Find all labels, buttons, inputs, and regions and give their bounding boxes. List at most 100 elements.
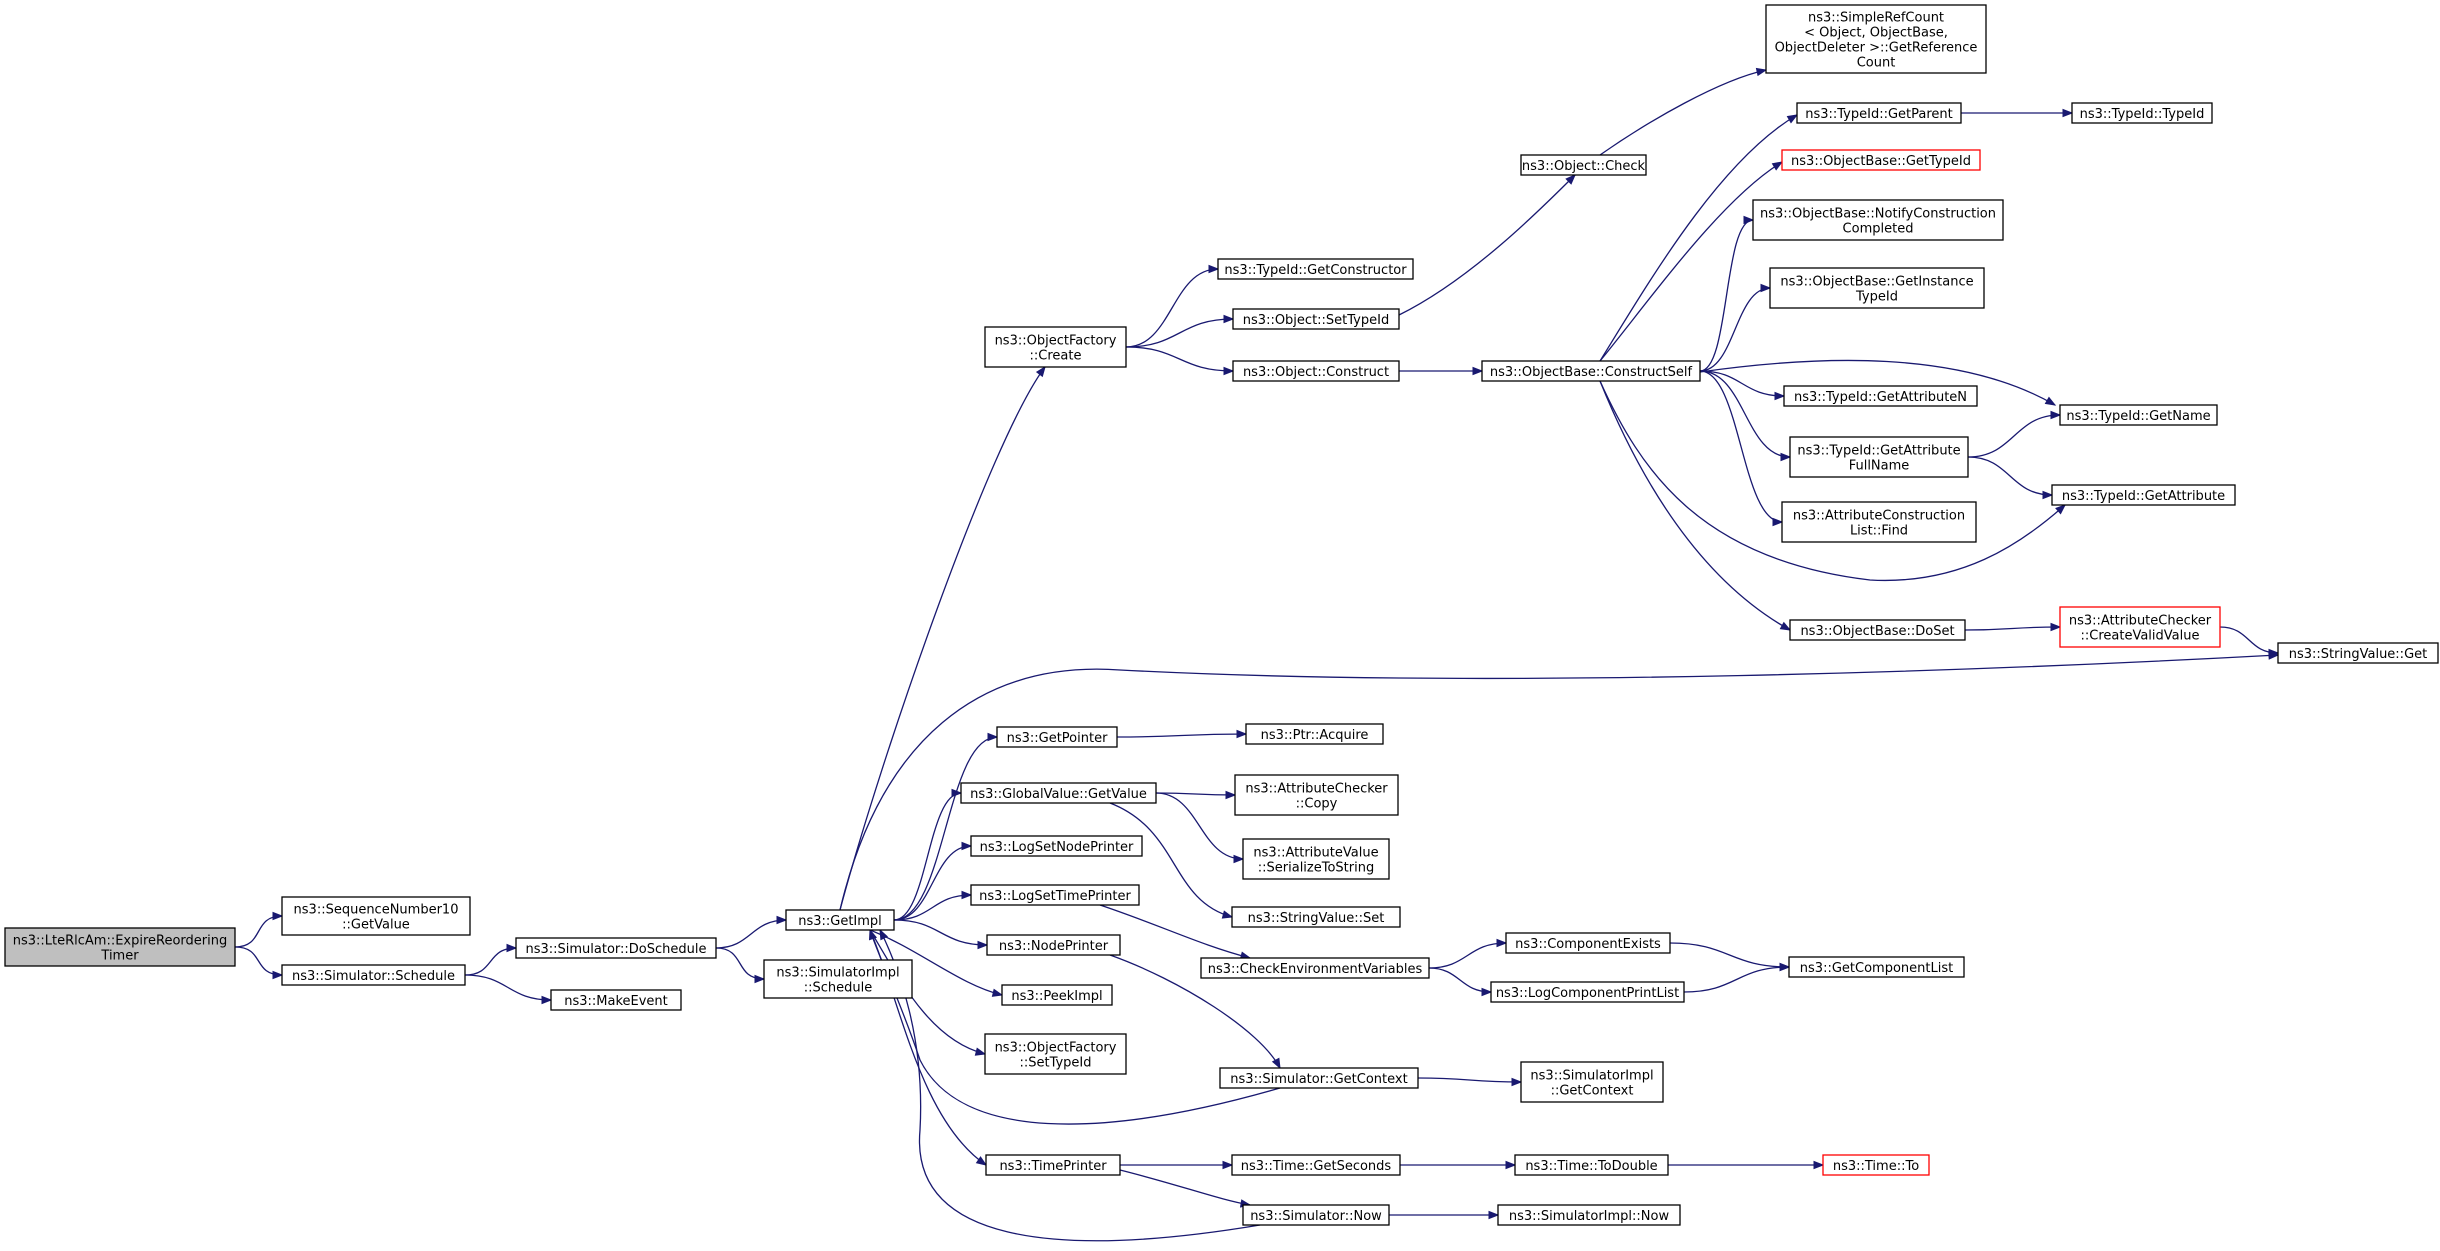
node-ptrAcquire[interactable]: ns3::Ptr::Acquire <box>1245 723 1384 745</box>
edge-arrowhead <box>1208 264 1220 274</box>
node-doSet[interactable]: ns3::ObjectBase::DoSet <box>1789 619 1966 641</box>
node-avSerialize[interactable]: ns3::AttributeValue::SerializeToString <box>1242 838 1390 880</box>
node-seqGet[interactable]: ns3::SequenceNumber10::GetValue <box>281 896 471 936</box>
node-getName[interactable]: ns3::TypeId::GetName <box>2059 404 2218 426</box>
node-timeTo[interactable]: ns3::Time::To <box>1822 1154 1930 1176</box>
edge-arrowhead <box>272 970 284 980</box>
node-box <box>1231 906 1401 928</box>
edge-line <box>839 654 2279 911</box>
edge-constructSelf-to-acFind <box>1699 370 1784 527</box>
edge-getImpl-to-timePrinter <box>869 929 988 1166</box>
node-doSchedule[interactable]: ns3::Simulator::DoSchedule <box>515 937 717 959</box>
node-notify[interactable]: ns3::ObjectBase::NotifyConstructionCompl… <box>1752 199 2004 241</box>
node-construct[interactable]: ns3::Object::Construct <box>1232 360 1400 382</box>
edge-getAttrFull-to-getName <box>1967 410 2062 458</box>
node-ofSetTypeId[interactable]: ns3::ObjectFactory::SetTypeId <box>984 1033 1127 1075</box>
node-createValid[interactable]: ns3::AttributeChecker::CreateValidValue <box>2059 606 2221 648</box>
edge-arrowhead <box>977 940 989 950</box>
edge-getParent-to-typeIdTypeId <box>1961 108 2074 118</box>
node-getAttr[interactable]: ns3::TypeId::GetAttribute <box>2051 484 2236 506</box>
node-logCompPrint[interactable]: ns3::LogComponentPrintList <box>1490 981 1685 1003</box>
node-simImplSchedule[interactable]: ns3::SimulatorImpl::Schedule <box>763 959 913 999</box>
edge-line <box>1964 626 2061 631</box>
node-simImplNow[interactable]: ns3::SimulatorImpl::Now <box>1497 1204 1681 1226</box>
node-getAttrN[interactable]: ns3::TypeId::GetAttributeN <box>1783 385 1978 407</box>
node-toDouble[interactable]: ns3::Time::ToDouble <box>1514 1154 1669 1176</box>
node-getConstructor[interactable]: ns3::TypeId::GetConstructor <box>1217 258 1414 280</box>
edge-getImpl-to-nodePrinter <box>893 919 989 950</box>
node-simImplGetContext[interactable]: ns3::SimulatorImpl::GetContext <box>1520 1061 1664 1103</box>
node-box <box>281 964 466 986</box>
node-nodePrinter[interactable]: ns3::NodePrinter <box>986 934 1121 956</box>
node-box <box>1242 838 1390 880</box>
node-ofCreate[interactable]: ns3::ObjectFactory::Create <box>984 326 1127 368</box>
node-obGetTypeId[interactable]: ns3::ObjectBase::GetTypeId <box>1781 149 1981 171</box>
edge-line <box>1599 380 2066 582</box>
edge-line <box>839 366 1046 911</box>
node-compExists[interactable]: ns3::ComponentExists <box>1505 932 1671 954</box>
edge-line <box>1119 1169 1251 1206</box>
edge-gvGetValue-to-svSet <box>1109 802 1234 919</box>
node-simNow[interactable]: ns3::Simulator::Now <box>1242 1204 1390 1226</box>
node-schedule[interactable]: ns3::Simulator::Schedule <box>281 964 466 986</box>
node-gvGetValue[interactable]: ns3::GlobalValue::GetValue <box>960 782 1157 804</box>
node-box <box>1520 154 1647 176</box>
edge-gvGetValue-to-acCopy <box>1155 790 1237 800</box>
node-box <box>996 726 1118 748</box>
edge-constructSelf-to-getName <box>1699 359 2057 406</box>
edge-constructSelf-to-getInstance <box>1699 283 1772 372</box>
node-getPointer[interactable]: ns3::GetPointer <box>996 726 1118 748</box>
node-getParent[interactable]: ns3::TypeId::GetParent <box>1796 102 1962 124</box>
node-label: ns3::TypeId::GetName <box>2066 409 2210 424</box>
node-label: ns3::PeekImpl <box>1011 989 1102 1004</box>
node-getCompList[interactable]: ns3::GetComponentList <box>1788 956 1965 978</box>
node-label: ns3::Time::ToDouble <box>1525 1159 1657 1174</box>
edge-compExists-to-getCompList <box>1669 942 1791 972</box>
node-box <box>2059 606 2221 648</box>
edge-arrowhead <box>1233 854 1245 864</box>
node-logNode[interactable]: ns3::LogSetNodePrinter <box>970 835 1143 857</box>
node-peekImpl[interactable]: ns3::PeekImpl <box>1001 984 1113 1006</box>
node-acCopy[interactable]: ns3::AttributeChecker::Copy <box>1234 774 1399 816</box>
node-checkEnv[interactable]: ns3::CheckEnvironmentVariables <box>1200 957 1430 979</box>
node-label: ::SerializeToString <box>1258 861 1374 876</box>
node-typeIdTypeId[interactable]: ns3::TypeId::TypeId <box>2071 102 2213 124</box>
node-logTime[interactable]: ns3::LogSetTimePrinter <box>970 884 1140 906</box>
edge-arrowhead <box>1743 215 1755 225</box>
node-box <box>1497 1204 1681 1226</box>
node-svSet[interactable]: ns3::StringValue::Set <box>1231 906 1401 928</box>
edge-line <box>1699 359 2056 406</box>
node-check[interactable]: ns3::Object::Check <box>1520 154 1647 176</box>
edge-line <box>893 736 998 921</box>
edge-arrowhead <box>1223 366 1235 376</box>
node-simpleRef[interactable]: ns3::SimpleRefCount< Object, ObjectBase,… <box>1765 4 1987 74</box>
node-label: ns3::ObjectBase::DoSet <box>1800 624 1954 639</box>
node-box <box>1217 258 1414 280</box>
node-timePrinter[interactable]: ns3::TimePrinter <box>985 1154 1121 1176</box>
edge-getSeconds-to-toDouble <box>1400 1160 1517 1170</box>
node-setTypeId[interactable]: ns3::Object::SetTypeId <box>1232 308 1400 330</box>
node-label: ns3::Ptr::Acquire <box>1261 728 1369 743</box>
node-label: ns3::CheckEnvironmentVariables <box>1208 962 1423 977</box>
edge-line <box>1599 114 1798 362</box>
node-svGet[interactable]: ns3::StringValue::Get <box>2277 642 2439 664</box>
edge-arrowhead <box>1236 729 1248 739</box>
node-constructSelf[interactable]: ns3::ObjectBase::ConstructSelf <box>1481 360 1701 382</box>
node-simGetContext[interactable]: ns3::Simulator::GetContext <box>1219 1067 1419 1089</box>
node-label: ns3::LteRlcAm::ExpireReordering <box>13 934 228 949</box>
node-getImpl[interactable]: ns3::GetImpl <box>785 909 895 931</box>
node-label: ::GetContext <box>1551 1084 1634 1099</box>
node-label: ns3::ComponentExists <box>1515 937 1661 952</box>
edge-arrowhead <box>1221 910 1234 919</box>
node-label: ns3::StringValue::Set <box>1248 911 1385 926</box>
node-makeEvent[interactable]: ns3::MakeEvent <box>550 989 682 1011</box>
edge-constructSelf-to-doSet <box>1599 380 1792 631</box>
node-getSeconds[interactable]: ns3::Time::GetSeconds <box>1231 1154 1401 1176</box>
edge-constructSelf-to-getAttrFull <box>1699 370 1792 462</box>
edge-constructSelf-to-getParent <box>1599 114 1799 362</box>
